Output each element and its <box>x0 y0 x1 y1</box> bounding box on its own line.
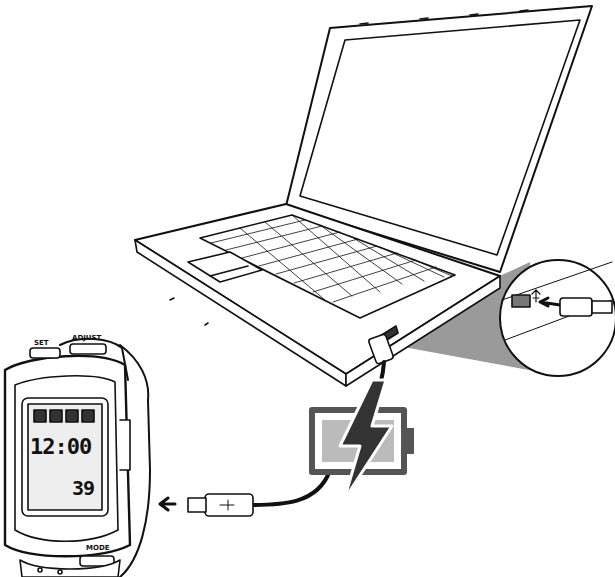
button-label: MODE <box>86 545 110 552</box>
port-zoom <box>500 260 615 376</box>
usb-cable <box>188 334 394 516</box>
charging-battery-icon <box>312 380 414 500</box>
display-seconds: 39 <box>72 478 94 498</box>
button-label: ADJUST <box>72 335 101 342</box>
button-label: SET <box>34 340 49 347</box>
watch <box>5 339 175 577</box>
display-digits: 12:00 <box>30 436 91 458</box>
